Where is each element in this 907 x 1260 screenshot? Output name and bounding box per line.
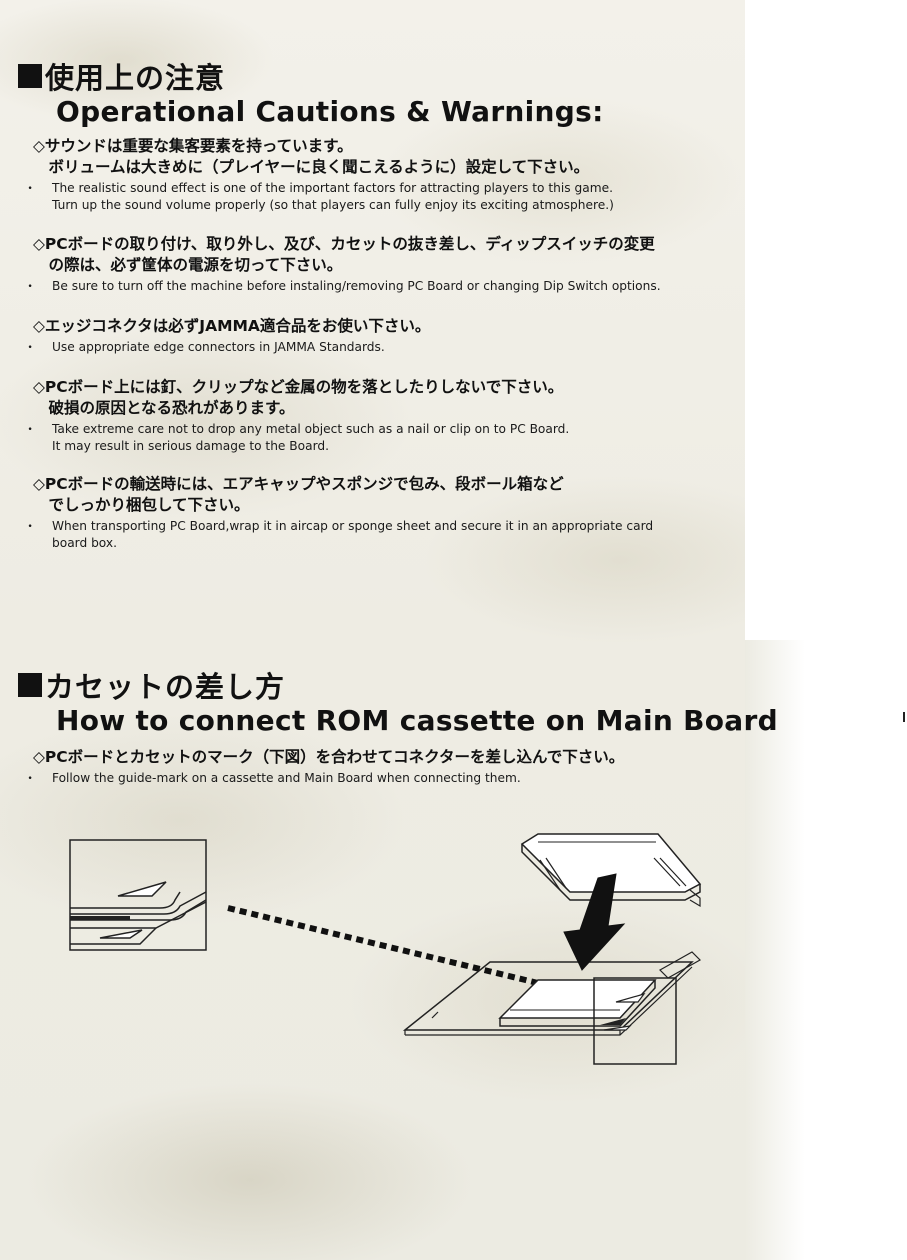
section-connect-cassette: カセットの差し方 How to connect ROM cassette on … [18,664,778,737]
bullet-icon: ・ [24,771,37,785]
square-bullet-icon [18,673,42,697]
caution-item-metal-objects: ◇PCボード上には釘、クリップなど金属の物を落としたりしないで下さい。 破損の原… [24,377,745,455]
instruction-en-text: Follow the guide-mark on a cassette and … [52,771,521,785]
caution-en-text: The realistic sound effect is one of the… [52,181,614,212]
caution-item-power-off: ◇PCボードの取り付け、取り外し、及び、カセットの抜き差し、ディップスイッチの変… [24,234,745,295]
instruction-jp-text: ◇PCボードとカセットのマーク（下図）を合わせてコネクターを差し込んで下さい。 [33,748,625,766]
bullet-icon: ・ [24,422,37,436]
caution-en-text: Use appropriate edge connectors in JAMMA… [52,340,385,354]
caution-en-text: Take extreme care not to drop any metal … [52,422,570,453]
cassette-on-board [498,979,657,1027]
caution-jp-text: ◇PCボードの取り付け、取り外し、及び、カセットの抜き差し、ディップスイッチの変… [33,235,655,274]
caution-item-sound: ◇サウンドは重要な集客要素を持っています。 ボリュームは大きめに（プレイヤーに良… [24,136,745,214]
caution-en-text: When transporting PC Board,wrap it in ai… [52,519,654,550]
section-jp-title: カセットの差し方 [45,670,286,704]
cassette-top [520,833,702,908]
section-en-title: How to connect ROM cassette on Main Boar… [56,704,778,737]
bullet-icon: ・ [24,181,37,195]
bullet-icon: ・ [24,519,37,533]
insert-arrow-icon [563,873,626,971]
bullet-icon: ・ [24,279,37,293]
cassette-insertion-diagram [69,833,702,1065]
caution-jp-text: ◇エッジコネクタは必ずJAMMA適合品をお使い下さい。 [33,317,431,335]
main-board [402,951,701,1036]
scan-mark [903,712,905,722]
manual-page [0,0,745,1260]
caution-jp-text: ◇サウンドは重要な集客要素を持っています。 ボリュームは大きめに（プレイヤーに良… [33,137,590,176]
caution-jp-text: ◇PCボードの輸送時には、エアキャップやスポンジで包み、段ボール箱など でしっか… [33,475,564,514]
instruction-item-guide-mark: ◇PCボードとカセットのマーク（下図）を合わせてコネクターを差し込んで下さい。 … [24,747,745,787]
magnifier-box [593,977,677,1065]
caution-item-transport: ◇PCボードの輸送時には、エアキャップやスポンジで包み、段ボール箱など でしっか… [24,474,745,552]
page-edge-shadow [745,640,805,1260]
magnified-inset [69,839,207,951]
section-en-title: Operational Cautions & Warnings: [56,95,604,128]
bullet-icon: ・ [24,340,37,354]
caution-jp-text: ◇PCボード上には釘、クリップなど金属の物を落としたりしないで下さい。 破損の原… [33,378,564,417]
caution-item-jamma: ◇エッジコネクタは必ずJAMMA適合品をお使い下さい。 ・ Use appropr… [24,316,745,356]
square-bullet-icon [18,64,42,88]
section-jp-title: 使用上の注意 [45,61,226,95]
dashed-pointer-line [227,905,576,995]
caution-en-text: Be sure to turn off the machine before i… [52,279,661,293]
section-operational-cautions: 使用上の注意 Operational Cautions & Warnings: [18,55,604,128]
